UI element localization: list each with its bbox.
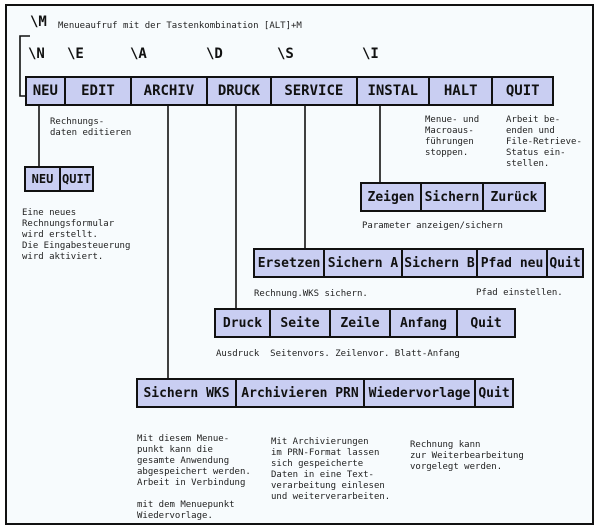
header-caption: Menueaufruf mit der Tastenkombination [A… (58, 21, 302, 31)
neu-submenu-quit[interactable]: QUIT (62, 172, 91, 186)
menu-item-service[interactable]: SERVICE (272, 78, 358, 104)
submenu-druck: Druck Seite Zeile Anfang Quit (214, 308, 516, 338)
menu-item-neu[interactable]: NEU (27, 78, 66, 104)
menu-item-druck[interactable]: DRUCK (208, 78, 273, 104)
neu-submenu-neu[interactable]: NEU (26, 168, 61, 190)
menu-item-instal[interactable]: INSTAL (358, 78, 430, 104)
note-service-left: Rechnung.WKS sichern. (254, 289, 368, 299)
submenu-instal: Zeigen Sichern Zurück (360, 182, 546, 212)
druck-submenu-druck[interactable]: Druck (216, 310, 271, 336)
service-submenu-ersetzen[interactable]: Ersetzen (255, 250, 325, 276)
archiv-submenu-wiedervorlage[interactable]: Wiedervorlage (365, 380, 476, 406)
note-druck: Ausdruck Seitenvors. Zeilenvor. Blatt-An… (216, 349, 460, 359)
archiv-submenu-sichern-wks[interactable]: Sichern WKS (138, 380, 237, 406)
druck-submenu-anfang[interactable]: Anfang (391, 310, 458, 336)
service-submenu-quit[interactable]: Quit (549, 255, 581, 271)
druck-submenu-zeile[interactable]: Zeile (331, 310, 391, 336)
note-edit: Rechnungs- daten editieren (50, 117, 132, 138)
menu-shortcut-marker: \M (30, 14, 47, 30)
instal-submenu-zeigen[interactable]: Zeigen (362, 184, 422, 210)
service-submenu-sichern-b[interactable]: Sichern B (403, 250, 478, 276)
service-submenu-sichern-a[interactable]: Sichern A (325, 250, 403, 276)
note-halt: Menue- und Macroaus- führungen stoppen. (425, 115, 480, 158)
service-submenu-pfad-neu[interactable]: Pfad neu (478, 250, 548, 276)
hotkey-edit: \E (67, 46, 84, 62)
hotkey-druck: \D (206, 46, 223, 62)
note-service-right: Pfad einstellen. (476, 288, 563, 298)
archiv-submenu-quit[interactable]: Quit (478, 385, 510, 401)
hotkey-instal: \I (362, 46, 379, 62)
menu-item-edit[interactable]: EDIT (66, 78, 133, 104)
note-quit: Arbeit be- enden und File-Retrieve- Stat… (506, 115, 582, 169)
menu-item-archiv[interactable]: ARCHIV (132, 78, 208, 104)
hotkey-archiv: \A (130, 46, 147, 62)
archiv-submenu-archivieren-prn[interactable]: Archivieren PRN (237, 380, 365, 406)
note-neu: Eine neues Rechnungsformular wird erstel… (22, 208, 131, 262)
menu-item-quit[interactable]: QUIT (505, 83, 540, 99)
note-archiv-prn: Mit Archivierungen im PRN-Format lassen … (271, 437, 391, 502)
main-menu-bar: NEU EDIT ARCHIV DRUCK SERVICE INSTAL HAL… (25, 76, 554, 106)
instal-submenu-zurueck[interactable]: Zurück (490, 189, 538, 205)
hotkey-neu: \N (28, 46, 45, 62)
note-archiv-wiedervorlage: Rechnung kann zur Weiterbearbeitung vorg… (410, 440, 524, 472)
note-instal: Parameter anzeigen/sichern (362, 221, 503, 231)
submenu-service: Ersetzen Sichern A Sichern B Pfad neu Qu… (253, 248, 584, 278)
druck-submenu-quit[interactable]: Quit (470, 315, 502, 331)
menu-item-halt[interactable]: HALT (430, 78, 494, 104)
submenu-neu: NEU QUIT (24, 166, 94, 192)
note-archiv-sichern: Mit diesem Menue- punkt kann die gesamte… (137, 434, 251, 521)
hotkey-service: \S (277, 46, 294, 62)
instal-submenu-sichern[interactable]: Sichern (422, 184, 484, 210)
submenu-archiv: Sichern WKS Archivieren PRN Wiedervorlag… (136, 378, 514, 408)
druck-submenu-seite[interactable]: Seite (271, 310, 331, 336)
